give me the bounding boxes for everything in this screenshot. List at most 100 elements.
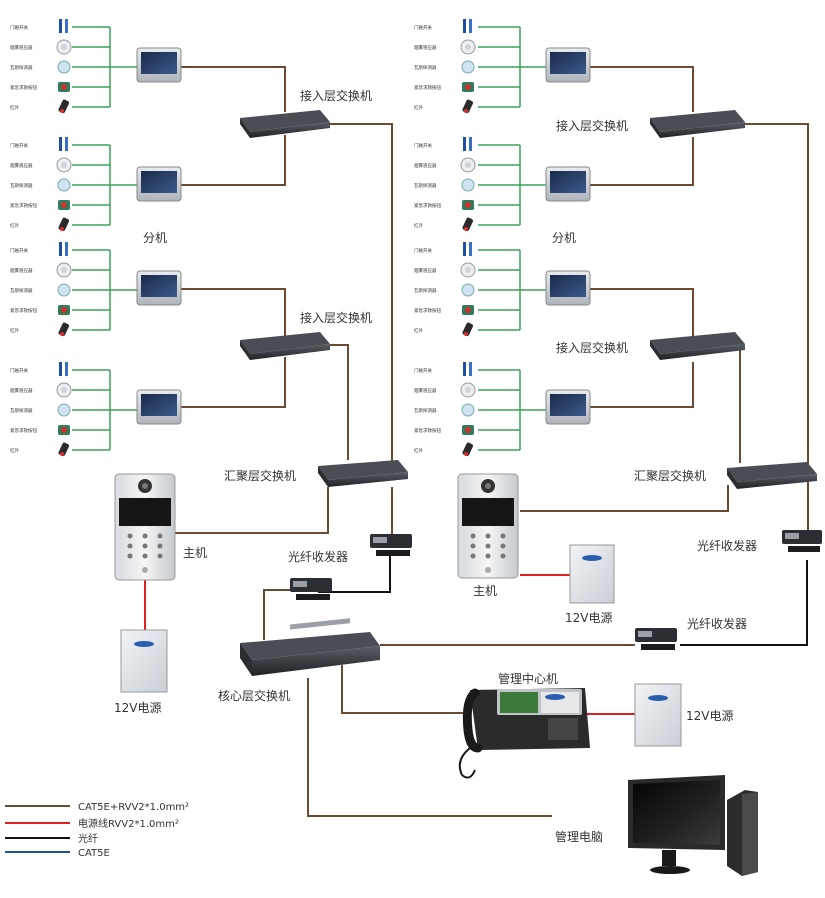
power-cables	[144, 574, 636, 715]
gas-detector-icon	[461, 403, 475, 417]
management-center-unit	[458, 688, 590, 779]
sensor-label: 紧急求救按钮	[10, 307, 37, 314]
power-supply-12v	[120, 629, 168, 693]
panic-button-icon	[58, 305, 70, 315]
main-unit-label: 主机	[183, 546, 207, 560]
panic-button-icon	[462, 425, 474, 435]
sensor-label: 烟雾感应器	[10, 44, 33, 51]
cables	[72, 26, 809, 817]
sensor-label: 红外	[10, 104, 19, 111]
door-contact-icon	[59, 19, 68, 33]
power-12v-label: 12V电源	[114, 701, 161, 715]
extension-unit	[136, 47, 182, 83]
fiber-cables	[318, 552, 808, 646]
extension-unit	[136, 389, 182, 425]
core-switch	[240, 618, 380, 676]
power-supply-12v	[634, 683, 682, 747]
extension-label: 分机	[552, 231, 576, 245]
gas-detector-icon	[57, 178, 71, 192]
fiber-transceiver-label: 光纤收发器	[288, 549, 348, 564]
sensor-label: 红外	[414, 447, 423, 454]
access-switch-label: 接入层交换机	[556, 118, 628, 133]
sensor-label: 红外	[414, 222, 423, 229]
smoke-detector-icon	[56, 157, 72, 173]
aggregation-switch-label: 汇聚层交换机	[634, 468, 706, 483]
fiber-transceivers	[290, 530, 822, 650]
gas-detector-icon	[461, 283, 475, 297]
sensor-label: 红外	[414, 327, 423, 334]
gas-detector-icon	[57, 60, 71, 74]
sensor-label: 紧急求救按钮	[10, 202, 37, 209]
sensor-label: 门磁开关	[414, 142, 432, 149]
power-supplies	[120, 544, 682, 747]
sensor-label: 瓦斯探测器	[414, 182, 437, 189]
smoke-detector-icon	[460, 157, 476, 173]
sensor-label: 瓦斯探测器	[10, 182, 33, 189]
smoke-detector-icon	[56, 39, 72, 55]
sensor-label: 瓦斯探测器	[10, 407, 33, 414]
extension-unit	[136, 270, 182, 306]
infrared-icon	[462, 217, 474, 232]
door-contact-icon	[463, 362, 472, 376]
infrared-icon	[58, 322, 70, 337]
sensor-label: 瓦斯探测器	[414, 407, 437, 414]
management-center-label: 管理中心机	[498, 671, 558, 686]
door-contact-icon	[463, 242, 472, 256]
access-switch-label: 接入层交换机	[300, 88, 372, 103]
smoke-detector-icon	[56, 382, 72, 398]
sensor-label: 紧急求救按钮	[414, 202, 441, 209]
sensor-label: 烟雾感应器	[414, 267, 437, 274]
power-12v-label: 12V电源	[686, 709, 733, 723]
gas-detector-icon	[461, 60, 475, 74]
infrared-icon	[58, 99, 70, 114]
management-pc	[628, 775, 758, 876]
access-switch-label: 接入层交换机	[300, 310, 372, 325]
door-contact-icon	[59, 137, 68, 151]
panic-button-icon	[462, 82, 474, 92]
fiber-transceiver-label: 光纤收发器	[687, 616, 747, 631]
smoke-detector-icon	[460, 382, 476, 398]
main-unit-label: 主机	[473, 584, 497, 598]
aggregation-switch-label: 汇聚层交换机	[224, 468, 296, 483]
sensor-label: 烟雾感应器	[10, 387, 33, 394]
panic-button-icon	[58, 425, 70, 435]
gas-detector-icon	[57, 283, 71, 297]
legend-item-cat5e: CAT5E	[78, 848, 110, 859]
sensor-label: 门磁开关	[414, 367, 432, 374]
sensor-label: 烟雾感应器	[10, 267, 33, 274]
access-switch	[650, 332, 745, 360]
gas-detector-icon	[461, 178, 475, 192]
management-pc-label: 管理电脑	[555, 829, 603, 844]
sensor-label: 烟雾感应器	[414, 44, 437, 51]
infrared-icon	[462, 322, 474, 337]
smoke-detector-icon	[56, 262, 72, 278]
sensor-label: 门磁开关	[10, 142, 28, 149]
access-switch	[650, 110, 745, 138]
sensor-label: 烟雾感应器	[414, 387, 437, 394]
infrared-icon	[58, 217, 70, 232]
legend-item-cat5e-rvv: CAT5E+RVV2*1.0mm²	[78, 802, 189, 813]
infrared-icon	[462, 442, 474, 457]
extension-label: 分机	[143, 231, 167, 245]
sensor-label: 门磁开关	[10, 367, 28, 374]
legend-item-fiber: 光纤	[78, 832, 98, 845]
panic-button-icon	[462, 200, 474, 210]
panic-button-icon	[58, 82, 70, 92]
aggregation-switch	[727, 462, 817, 489]
sensor-label: 瓦斯探测器	[10, 64, 33, 71]
sensor-label: 紧急求救按钮	[10, 427, 37, 434]
power-12v-label: 12V电源	[565, 611, 612, 625]
sensor-label: 红外	[10, 327, 19, 334]
sensor-label: 红外	[10, 222, 19, 229]
panic-button-icon	[462, 305, 474, 315]
sensor-label: 烟雾感应器	[414, 162, 437, 169]
switches	[240, 110, 817, 676]
smoke-detector-icon	[460, 262, 476, 278]
sensor-label: 紧急求救按钮	[414, 84, 441, 91]
